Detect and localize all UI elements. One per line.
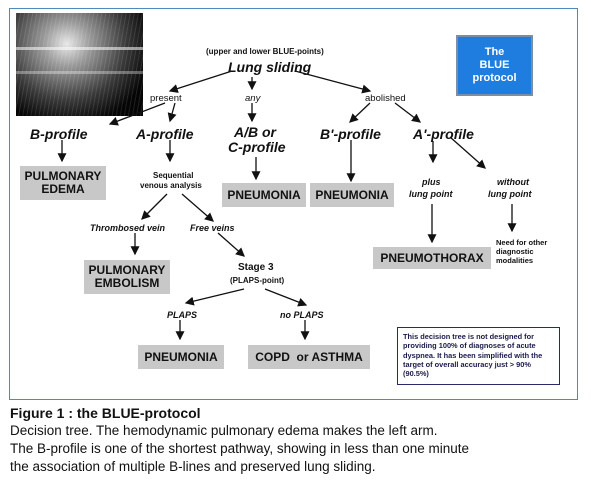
protocol-box-line1: The — [484, 46, 505, 58]
caption-line3: the association of multiple B-lines and … — [10, 459, 376, 474]
pneumonia-ab-box: PNEUMONIA — [222, 183, 306, 207]
sequential-line2: venous analysis — [140, 181, 202, 190]
accuracy-note: This decision tree is not designed for p… — [397, 327, 560, 385]
edge-any: any — [245, 93, 261, 104]
need-other-line1: Need for other — [496, 238, 548, 247]
pulmonary-edema-line1: PULMONARY — [24, 169, 102, 183]
pneumonia-bprime-box: PNEUMONIA — [310, 183, 394, 207]
protocol-box-line3: protocol — [472, 72, 517, 84]
caption-title: Figure 1 : the BLUE-protocol — [10, 405, 201, 421]
lung-ultrasound-image — [16, 13, 143, 116]
edge-abolished: abolished — [365, 93, 406, 104]
ab-c-profile-line2: C-profile — [228, 139, 286, 155]
need-other-line2: diagnostic — [496, 247, 534, 256]
free-veins: Free veins — [190, 223, 235, 233]
without-lung-point-line2: lung point — [488, 189, 532, 199]
a-profile: A-profile — [136, 126, 194, 142]
plaps-point: (PLAPS-point) — [230, 276, 285, 285]
caption-line1: Decision tree. The hemodynamic pulmonary… — [10, 423, 438, 438]
sequential-line1: Sequential — [153, 171, 194, 180]
pulmonary-embolism-line1: PULMONARY — [88, 263, 166, 277]
figure-caption: Figure 1 : the BLUE-protocol Decision tr… — [10, 404, 585, 476]
need-other-line3: modalities — [496, 256, 534, 265]
copd-asthma-box: COPD or ASTHMA — [248, 345, 370, 369]
no-plaps-label: no PLAPS — [280, 310, 324, 320]
figure-frame: (upper and lower BLUE-points) Lung slidi… — [9, 8, 578, 400]
b-prime-profile: B'-profile — [320, 126, 381, 142]
thrombosed-vein: Thrombosed vein — [90, 223, 166, 233]
ab-c-profile-line1: A/B or — [234, 124, 276, 140]
pneumothorax-box: PNEUMOTHORAX — [373, 247, 491, 269]
plus-lung-point-line2: lung point — [409, 189, 453, 199]
plus-lung-point-line1: plus — [422, 177, 441, 187]
caption-line2: The B-profile is one of the shortest pat… — [10, 441, 470, 456]
stage-3: Stage 3 — [238, 262, 274, 273]
b-profile: B-profile — [30, 126, 88, 142]
lung-sliding-root: Lung sliding — [228, 59, 312, 75]
decision-tree-arrows — [57, 70, 517, 341]
pneumonia-plaps-box: PNEUMONIA — [138, 345, 224, 369]
upper-lower-blue-points-note: (upper and lower BLUE-points) — [206, 47, 324, 56]
blue-protocol-box: The BLUE protocol — [456, 35, 533, 96]
plaps-label: PLAPS — [167, 310, 198, 320]
pulmonary-embolism-line2: EMBOLISM — [94, 276, 160, 290]
edge-present: present — [150, 93, 182, 104]
protocol-box-line2: BLUE — [479, 59, 510, 71]
pulmonary-embolism-box: PULMONARY EMBOLISM — [84, 260, 170, 294]
pulmonary-edema-line2: EDEMA — [41, 182, 85, 196]
pulmonary-edema-box: PULMONARY EDEMA — [20, 166, 106, 200]
without-lung-point-line1: without — [497, 177, 529, 187]
a-prime-profile: A'-profile — [413, 126, 474, 142]
